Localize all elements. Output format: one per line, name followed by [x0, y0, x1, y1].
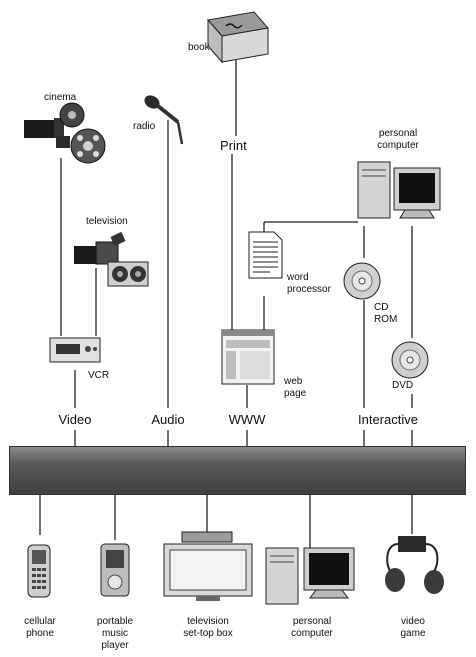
video-channel-label: Video — [58, 412, 92, 427]
game-controller-icon — [385, 536, 444, 594]
personal-computer-bottom-icon — [265, 547, 355, 605]
word-processor-label: word processor — [287, 272, 331, 296]
cellular-phone-icon — [27, 544, 51, 598]
television-settop-icon — [163, 531, 253, 601]
cd-rom-label-line2: ROM — [374, 314, 398, 325]
cinema-icon — [24, 102, 106, 164]
cd-rom-label: CD ROM — [374, 302, 397, 326]
personal-computer-bottom-label-line2: computer — [291, 628, 333, 639]
book-icon — [207, 11, 269, 64]
television-box-label-line2: set-top box — [183, 628, 233, 639]
video-game-label: video game — [388, 616, 438, 640]
music-player-label-line2: music — [101, 628, 129, 639]
personal-computer-bottom-label-line1: personal — [292, 616, 332, 627]
personal-computer-bottom-label: personal computer — [280, 616, 344, 640]
interactive-channel-label: Interactive — [358, 412, 418, 427]
print-channel-label: Print — [220, 138, 247, 153]
video-game-label-line1: video — [401, 616, 425, 627]
cd-rom-label-line1: CD — [374, 302, 389, 313]
convergence-bar — [9, 446, 466, 495]
music-player-label-line1: portable — [96, 616, 134, 627]
microphone-icon — [144, 95, 184, 145]
cellular-phone-label-line1: cellular — [24, 616, 56, 627]
television-label: television — [86, 216, 128, 227]
web-page-label: web page — [284, 376, 306, 400]
personal-computer-label-line2: computer — [377, 140, 419, 151]
document-icon — [248, 231, 283, 279]
television-box-label-line1: television — [187, 616, 229, 627]
word-processor-label-line1: word — [287, 272, 309, 283]
audio-channel-label: Audio — [151, 412, 185, 427]
personal-computer-label-line1: personal — [378, 128, 418, 139]
cd-icon — [343, 262, 381, 300]
vcr-icon — [49, 337, 101, 363]
television-box-label: television set-top box — [168, 616, 248, 640]
www-channel-label: WWW — [228, 412, 266, 427]
personal-computer-icon — [357, 161, 441, 219]
television-camera-icon — [74, 231, 149, 287]
radio-label: radio — [133, 121, 156, 132]
webpage-icon — [221, 329, 275, 385]
music-player-label: portable music player — [85, 616, 145, 652]
dvd-icon — [391, 341, 429, 379]
vcr-label: VCR — [88, 370, 110, 381]
book-label: book — [188, 42, 210, 53]
dvd-label: DVD — [392, 380, 414, 391]
word-processor-label-line2: processor — [287, 284, 331, 295]
cellular-phone-label-line2: phone — [26, 628, 54, 639]
personal-computer-label: personal computer — [364, 128, 432, 152]
music-player-icon — [100, 543, 130, 597]
video-game-label-line2: game — [400, 628, 426, 639]
cinema-label: cinema — [44, 92, 77, 103]
music-player-label-line3: player — [101, 640, 129, 651]
connector-lines — [39, 60, 413, 548]
cellular-phone-label: cellular phone — [10, 616, 70, 640]
web-page-label-line2: page — [284, 388, 307, 399]
web-page-label-line1: web — [284, 376, 303, 387]
